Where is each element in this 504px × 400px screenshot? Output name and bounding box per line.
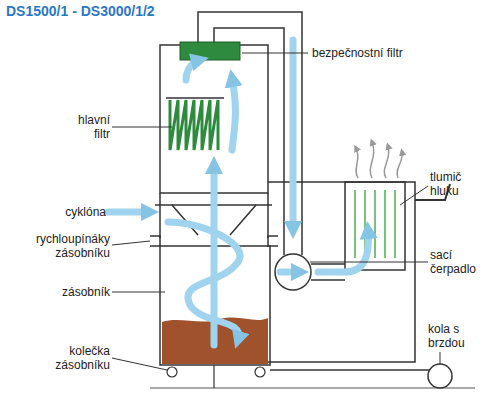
cyclone-wall (267, 193, 269, 238)
silencer (345, 182, 405, 270)
clamp (150, 236, 160, 246)
trolley-base (270, 369, 440, 371)
diagram-title: DS1500/1 - DS3000/1/2 (6, 3, 155, 19)
brake-wheel (428, 364, 452, 388)
air-arrow (280, 269, 300, 276)
air-arrow (232, 78, 235, 150)
caster-wheel (167, 367, 177, 377)
part-label: tlumič hluku (430, 170, 480, 198)
leader-line (400, 186, 428, 205)
air-arrow (211, 165, 218, 345)
air-arrow (168, 222, 240, 340)
part-label: sací čerpadlo (430, 248, 496, 276)
safety-filter (180, 42, 240, 60)
part-label: kolečka zásobníku (14, 344, 110, 372)
leader-lines (112, 53, 440, 370)
floor-line (150, 387, 475, 388)
exhaust-arrow (370, 142, 373, 178)
exhaust-arrow (397, 152, 402, 178)
air-arrow (290, 40, 297, 230)
part-label: kola s brzdou (428, 322, 488, 350)
cyclone-wall (159, 193, 161, 238)
filter-plate (166, 97, 224, 99)
clamp (268, 236, 278, 246)
container-axis (213, 365, 214, 388)
caster-wheel (255, 367, 265, 377)
leader-line (440, 352, 441, 364)
part-label: hlavní filtr (62, 113, 110, 141)
leader-line (112, 358, 167, 370)
main-filter (170, 100, 218, 150)
air-flow (108, 40, 368, 345)
leader-line (242, 53, 308, 54)
air-arrow (108, 209, 150, 216)
exhaust-arrow (384, 146, 389, 178)
leader-line (112, 292, 165, 293)
part-label: bezpečnostní filtr (312, 46, 497, 60)
air-arrow (186, 60, 200, 80)
leader-line (112, 127, 172, 128)
part-label: zásobník (30, 285, 110, 299)
exhaust-arrow (356, 148, 358, 178)
exhaust (356, 142, 402, 178)
air-arrow (318, 230, 368, 272)
part-label: rychloupínáky zásobníku (8, 232, 110, 260)
leader-line (112, 241, 150, 245)
part-label: cyklóna (40, 205, 106, 219)
silencer-baffles (355, 190, 395, 258)
leader-line (310, 262, 428, 263)
pump-housing (275, 254, 311, 290)
